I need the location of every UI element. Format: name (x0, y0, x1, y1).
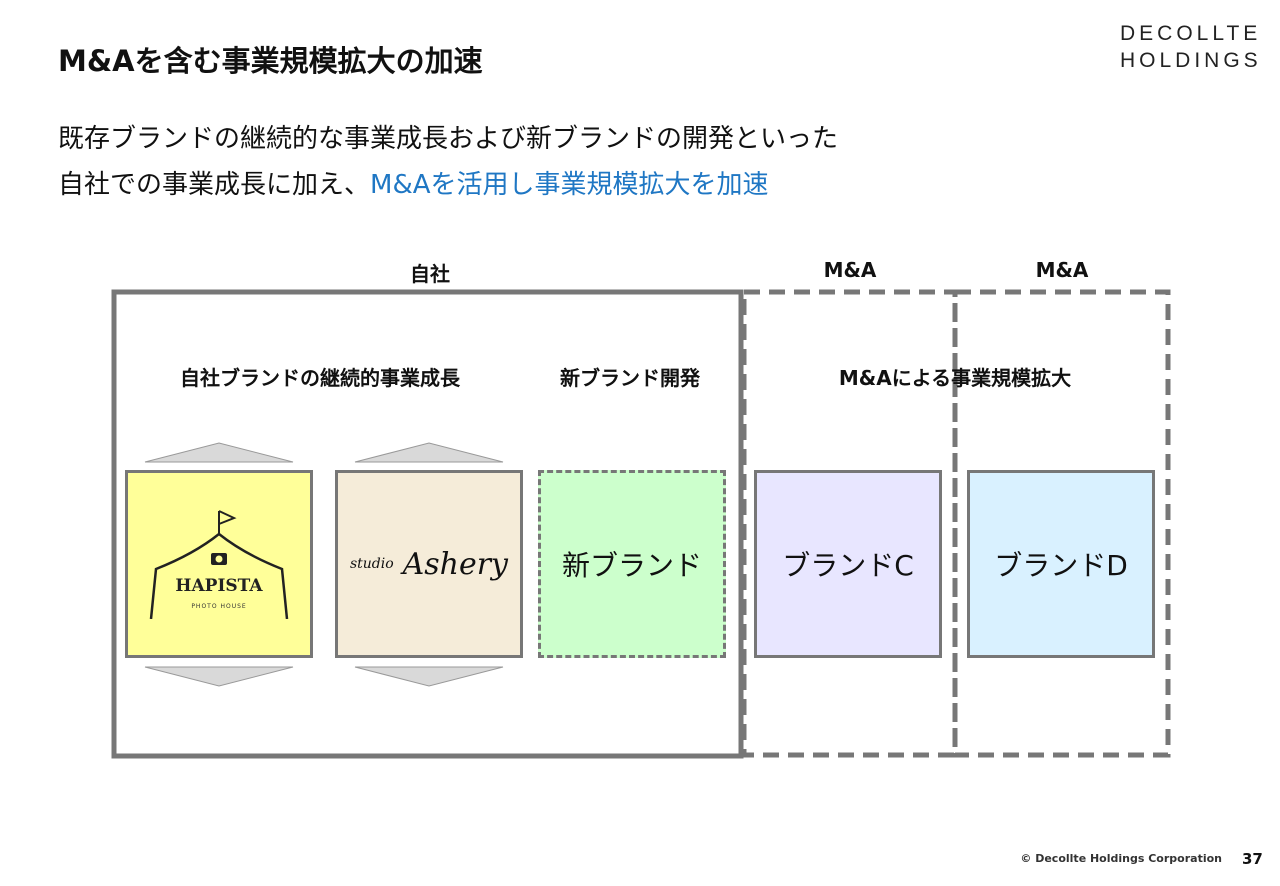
page-title: M&Aを含む事業規模拡大の加速 (58, 44, 483, 78)
growth-down-arrow-icon (354, 666, 504, 687)
subtitle-plain: 自社での事業成長に加え、 (58, 170, 371, 200)
brand-c: ブランドC (754, 470, 942, 658)
subtitle-line-2: 自社での事業成長に加え、M&Aを活用し事業規模拡大を加速 (58, 162, 838, 208)
ma-frame-2 (952, 289, 1171, 758)
copyright: © Decollte Holdings Corporation (1020, 852, 1222, 865)
page-number: 37 (1242, 850, 1263, 868)
growth-up-arrow-icon (354, 442, 504, 463)
ashery-small: studio (349, 556, 394, 572)
svg-text:HAPISTA: HAPISTA (175, 576, 263, 596)
growth-down-arrow-icon (144, 666, 294, 687)
brand-hapista: HAPISTA PHOTO HOUSE (125, 470, 313, 658)
own-frame (111, 289, 744, 759)
group-label-ma-1: M&A (823, 258, 877, 282)
company-logo: DECOLLTE HOLDINGS (1120, 20, 1262, 74)
brand-d: ブランドD (967, 470, 1155, 658)
ashery-big: Ashery (402, 546, 509, 582)
brand-studio-ashery: studio Ashery (335, 470, 523, 658)
group-label-own: 自社 (410, 262, 450, 286)
hapista-tent-icon: HAPISTA PHOTO HOUSE (149, 510, 289, 619)
group-label-ma-2: M&A (1035, 258, 1089, 282)
section-label-existing: 自社ブランドの継続的事業成長 (180, 366, 460, 390)
section-label-ma: M&Aによる事業規模拡大 (838, 366, 1072, 390)
ma-frame-1 (741, 289, 958, 758)
subtitle-line-1: 既存ブランドの継続的な事業成長および新ブランドの開発といった (58, 124, 839, 154)
growth-up-arrow-icon (144, 442, 294, 463)
section-label-new: 新ブランド開発 (560, 366, 700, 390)
subtitle-highlight: M&Aを活用し事業規模拡大を加速 (370, 170, 769, 200)
logo-line-2: HOLDINGS (1120, 49, 1262, 72)
svg-text:PHOTO HOUSE: PHOTO HOUSE (191, 603, 246, 610)
brand-new: 新ブランド (538, 470, 726, 658)
subtitle: 既存ブランドの継続的な事業成長および新ブランドの開発といった 自社での事業成長に… (58, 116, 838, 208)
logo-line-1: DECOLLTE (1120, 22, 1262, 45)
